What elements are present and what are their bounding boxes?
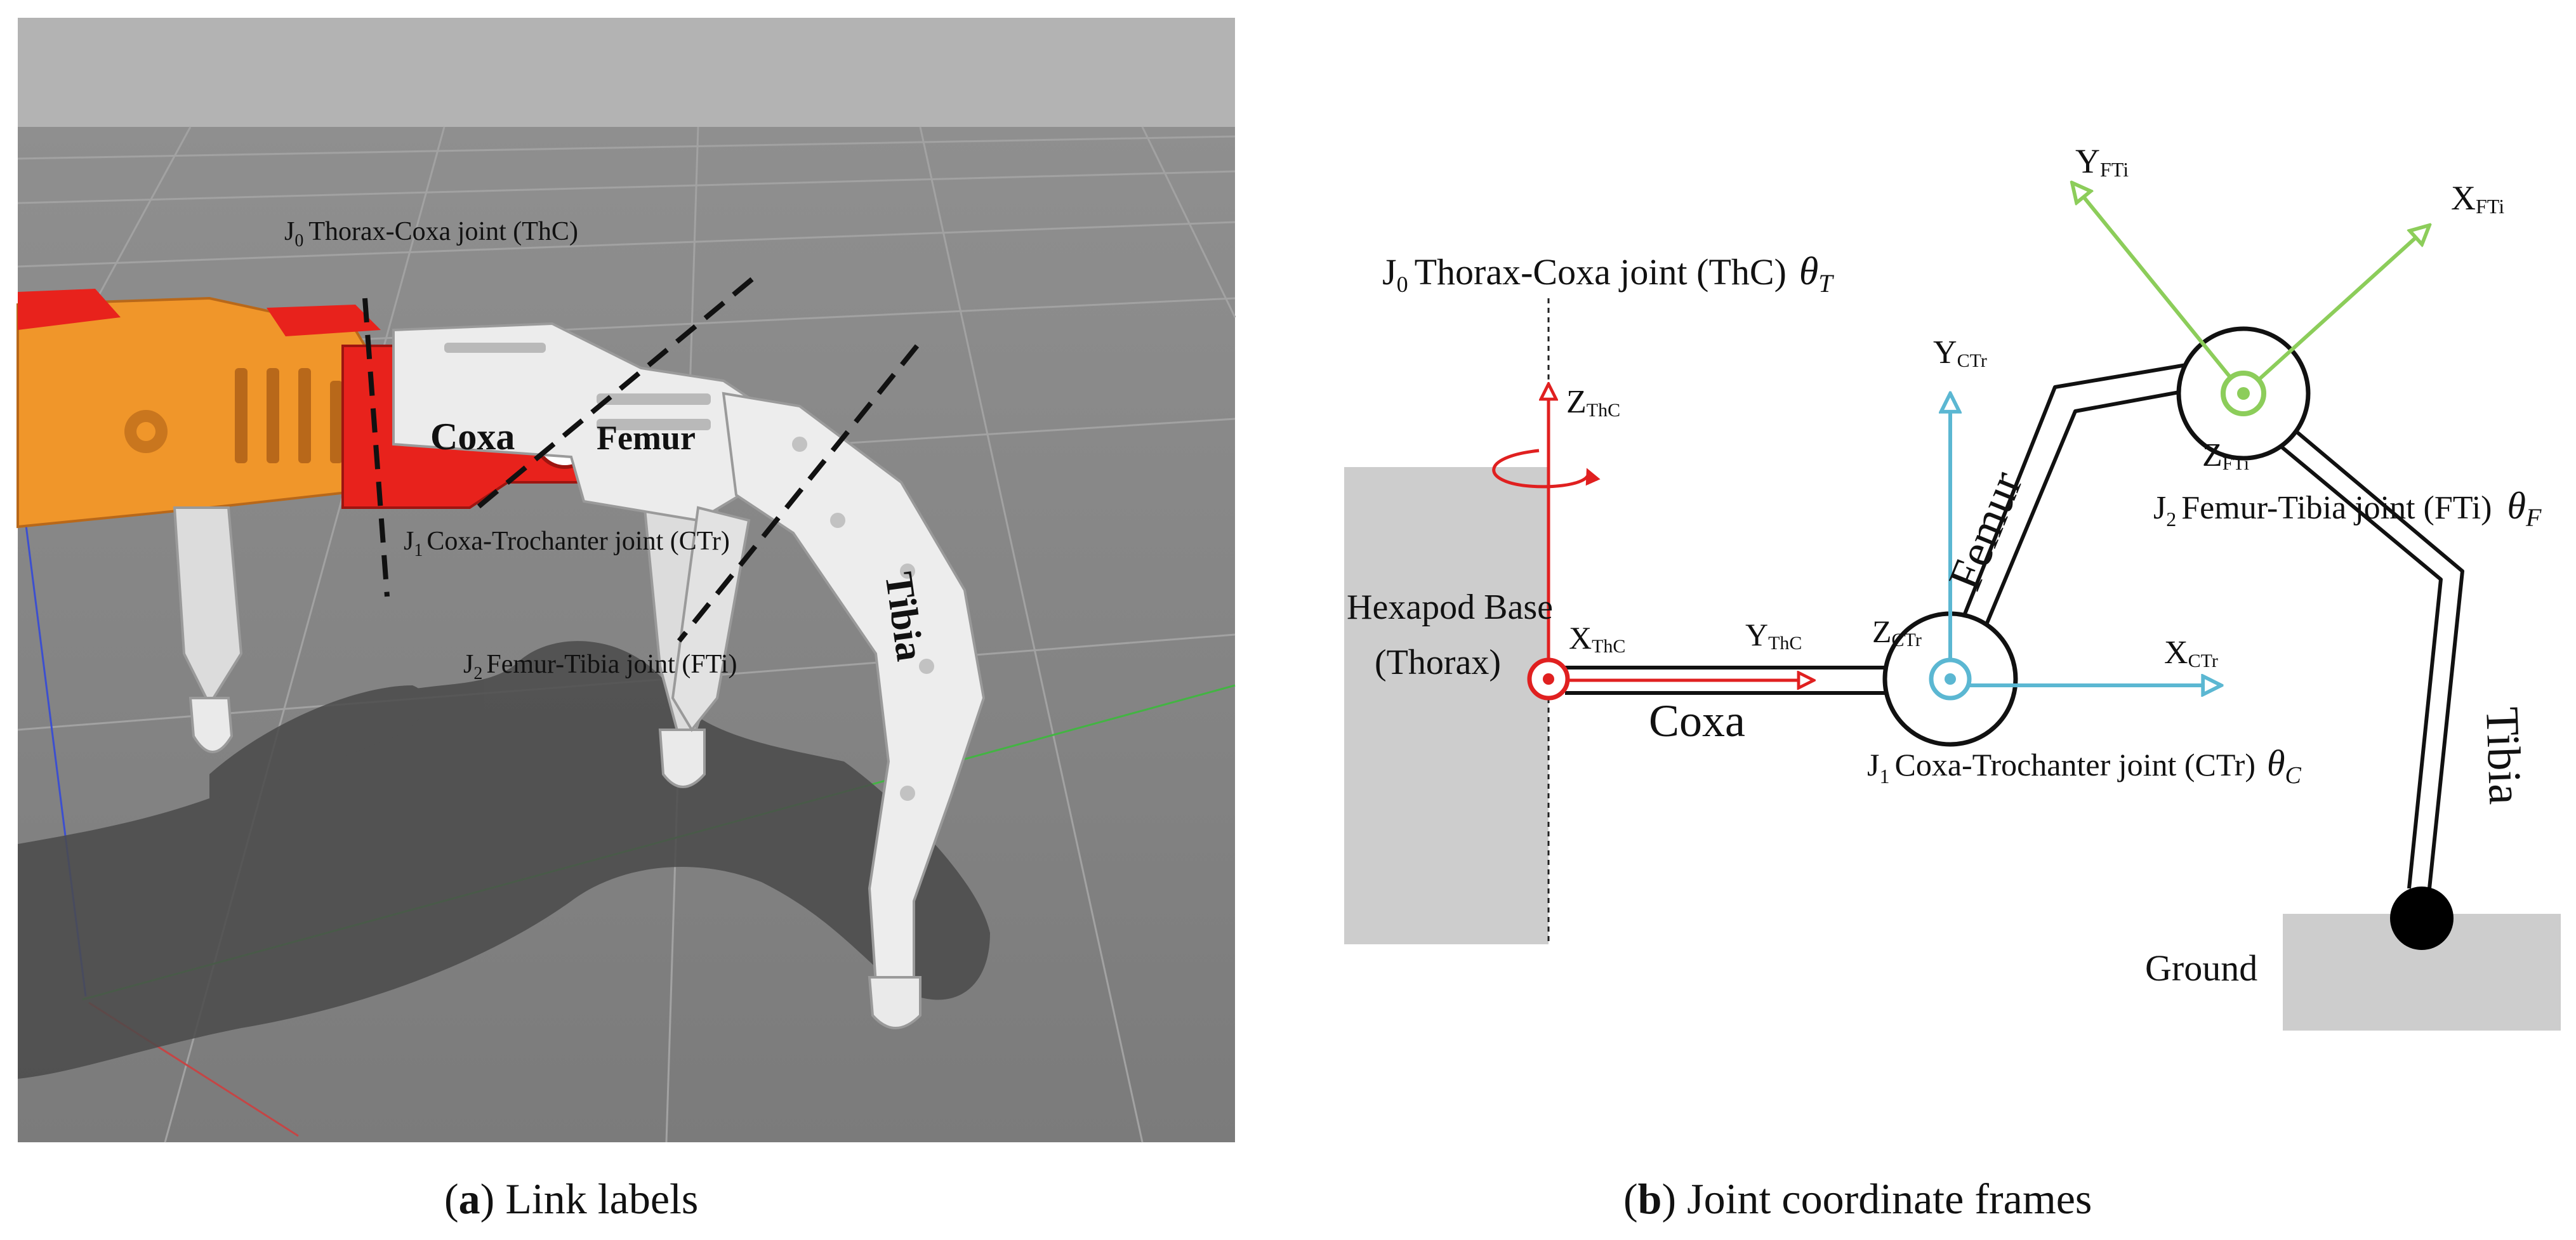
label-x-fti: XFTi [2451,179,2504,218]
panel-a-coxa-label: Coxa [430,416,515,458]
fti-frame [2072,183,2429,416]
label-y-ctr: YCTr [1933,334,1987,371]
label-x-thc: XThC [1569,620,1625,657]
label-y-fti: YFTi [2075,142,2129,181]
label-y-thc: YThC [1745,617,1802,654]
panel-a-femur-label: Femur [597,419,696,457]
panel-b-caption-letter: b [1637,1175,1662,1223]
tibia-link [2277,422,2464,889]
hexapod-base-label-line1: Hexapod Base [1347,588,1553,627]
coxa-link [1565,666,1894,695]
floor-grid [17,126,1236,1143]
robot-body [17,289,395,529]
joint-axis-lines [362,277,920,643]
hexapod-base-block [1344,467,1549,944]
robot-shadow [18,641,990,1079]
robot-tibia [671,392,986,1029]
hexapod-base-label-line2: (Thorax) [1375,643,1501,682]
label-z-ctr: ZCTr [1872,614,1922,650]
thc-frame [1492,384,1814,701]
femur-link [1956,363,2190,641]
panel-b-caption-text: Joint coordinate frames [1676,1175,2092,1223]
panel-b-caption: (b) Joint coordinate frames [1623,1175,2092,1223]
j1-axis-line [468,277,754,517]
foot-contact-point [2390,887,2454,950]
panel-a-caption: (a) Link labels [444,1175,699,1223]
label-x-ctr: XCTr [2164,635,2218,671]
ctr-frame [1929,393,2221,701]
panel-b-tibia-label: Tibia [2476,706,2531,805]
sky [18,18,1235,127]
j0-axis-line [362,298,390,597]
panel-a-caption-text: Link labels [494,1175,699,1223]
ground-label: Ground [2145,947,2257,989]
thc-rotation-arrow-icon [1492,449,1601,489]
j2-axis-line [677,344,920,643]
panel-a-caption-letter: a [458,1175,480,1223]
panel-b-coxa-label: Coxa [1649,696,1745,746]
label-z-thc: ZThC [1566,384,1620,421]
panel-b-femur-label: Femur [1939,465,2033,598]
